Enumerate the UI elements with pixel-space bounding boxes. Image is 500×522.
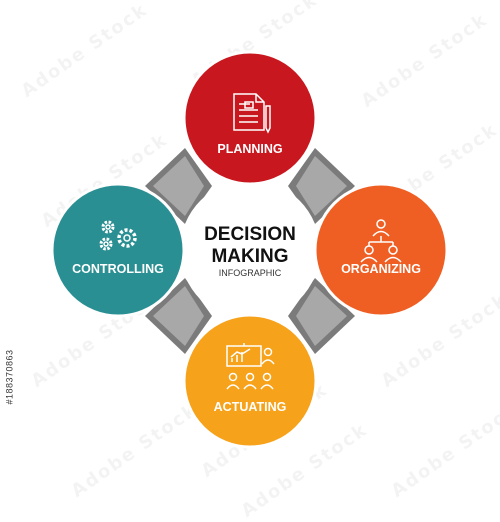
controlling-label: CONTROLLING [72, 262, 164, 276]
connector-top-left [145, 148, 212, 224]
center-subtitle: INFOGRAPHIC [219, 268, 282, 278]
gears-icon [99, 220, 137, 251]
decision-making-diagram: DECISION MAKING INFOGRAPHIC PLANNING [50, 50, 449, 449]
planning-circle [182, 50, 318, 186]
stage-planning: PLANNING [182, 50, 318, 186]
connectors [145, 148, 355, 354]
center-title-line1: DECISION [204, 224, 296, 245]
stage-controlling: CONTROLLING [50, 182, 186, 318]
connector-bottom-right [288, 278, 355, 354]
actuating-label: ACTUATING [214, 400, 287, 414]
organizing-label: ORGANIZING [341, 262, 421, 276]
presentation-team-icon [226, 343, 275, 390]
stock-id: #188370863 [2, 262, 18, 492]
org-chart-icon [360, 219, 402, 263]
connector-bottom-left [145, 278, 212, 354]
stage-actuating: ACTUATING [182, 313, 318, 449]
organizing-circle [313, 182, 449, 318]
stage-organizing: ORGANIZING [313, 182, 449, 318]
planning-label: PLANNING [217, 142, 282, 156]
connector-top-right [288, 148, 355, 224]
stock-id-text: #188370863 [5, 349, 15, 405]
document-pencil-icon [233, 93, 271, 134]
center-hub: DECISION MAKING INFOGRAPHIC [180, 180, 320, 320]
controlling-circle [50, 182, 186, 318]
center-title-line2: MAKING [211, 246, 288, 267]
